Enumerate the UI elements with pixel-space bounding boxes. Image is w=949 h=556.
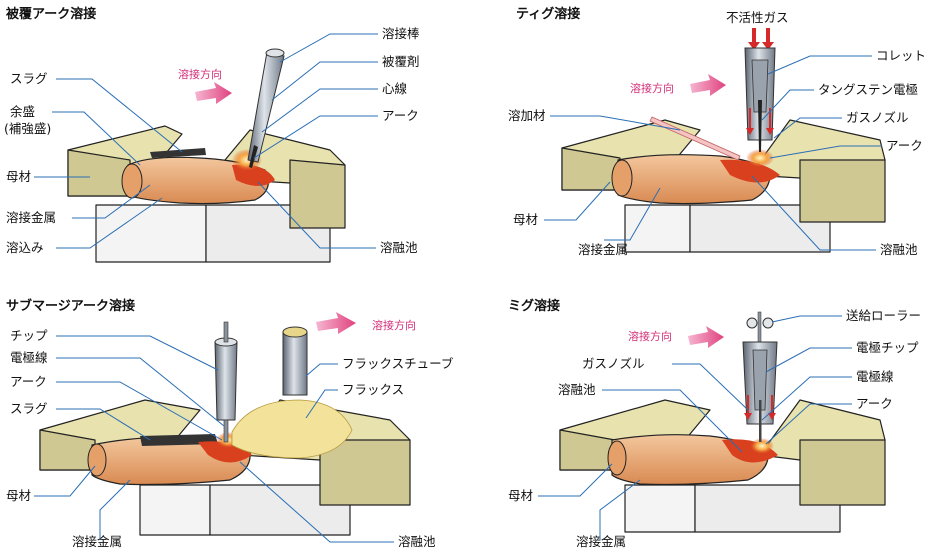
label-weld-metal: 溶接金属	[6, 210, 56, 225]
label-filler: 溶加材	[508, 108, 546, 123]
label-penetration: 溶込み	[6, 240, 44, 255]
direction-arrow	[690, 74, 726, 96]
label-pool: 溶融池	[558, 382, 596, 397]
direction-arrow	[195, 82, 232, 104]
plate-front-right	[319, 439, 411, 506]
panel-title: ミグ溶接	[508, 298, 560, 314]
weld-end	[87, 443, 107, 477]
label-rod: 溶接棒	[382, 26, 420, 41]
label-weld-metal: 溶接金属	[576, 534, 626, 549]
gas-flow-2	[766, 108, 774, 135]
contact-tip	[752, 349, 768, 411]
label-arc: アーク	[382, 108, 419, 123]
label-weld-metal: 溶接金属	[72, 534, 122, 549]
label-wire: 電極線	[856, 369, 894, 384]
slag	[140, 434, 218, 446]
label-arc: アーク	[10, 374, 47, 389]
plate-front-right	[799, 439, 886, 506]
label-reinforce: 余盛	[10, 104, 35, 119]
label-gas: 不活性ガス	[726, 10, 789, 25]
label-tip: 電極チップ	[856, 340, 919, 355]
panel-mig: ミグ溶接 溶接方向 送給ローラー ガスノズル 電極チップ 電極線 溶融池 アーク…	[508, 298, 921, 549]
panel-submerged-arc: サブマージアーク溶接 溶接方向 チップ 電極線 アーク スラグ フラックスチュー…	[6, 298, 454, 549]
direction-arrow	[316, 312, 356, 334]
label-pool: 溶融池	[880, 242, 918, 257]
label-tungsten: タングステン電極	[818, 82, 918, 97]
feed-roller-right	[762, 317, 774, 329]
plate-front-right	[289, 159, 346, 229]
pool	[720, 159, 780, 183]
slag	[150, 148, 206, 158]
base-box	[624, 204, 691, 253]
label-tip: チップ	[10, 328, 48, 343]
tungsten	[758, 100, 762, 152]
plate-front-right	[799, 159, 886, 223]
wire	[223, 321, 229, 343]
label-flux: フラックス	[342, 382, 404, 397]
label-base: 母材	[508, 488, 533, 503]
panel-title: 被覆アーク溶接	[5, 6, 96, 22]
label-coating: 被覆剤	[382, 54, 420, 69]
gas-arrow-left	[748, 28, 760, 50]
label-slag: スラグ	[10, 71, 48, 86]
panel-shielded-arc: 被覆アーク溶接 溶接方向 溶接棒 被覆剤 心線 アーク スラグ 余盛 (補強盛)…	[4, 6, 420, 263]
direction-label: 溶接方向	[628, 329, 672, 343]
label-roller: 送給ローラー	[846, 308, 921, 323]
wire-top	[757, 311, 762, 343]
label-pool: 溶融池	[398, 534, 436, 549]
base-box-right	[209, 484, 351, 536]
direction-label: 溶接方向	[372, 318, 416, 332]
label-core: 心線	[382, 81, 408, 96]
flux-tube-top	[282, 326, 308, 338]
label-flux-tube: フラックスチューブ	[342, 356, 454, 371]
label-reinforce-note: (補強盛)	[4, 121, 51, 136]
label-pool: 溶融池	[380, 240, 418, 255]
gas-flow	[746, 108, 754, 135]
label-base: 母材	[6, 488, 31, 503]
contact-tip	[214, 341, 238, 421]
direction-label: 溶接方向	[178, 67, 222, 81]
gas-flow	[744, 395, 752, 420]
weld-end	[607, 440, 627, 476]
base-box	[624, 484, 696, 533]
label-arc: アーク	[856, 396, 893, 411]
label-nozzle: ガスノズル	[582, 356, 645, 371]
label-collet: コレット	[876, 48, 926, 63]
electrode-top	[265, 48, 285, 58]
label-arc: アーク	[886, 138, 923, 153]
label-base: 母材	[6, 169, 31, 184]
electrode-core	[249, 145, 258, 168]
label-slag: スラグ	[10, 401, 48, 416]
gas-arrow-right	[762, 28, 774, 50]
wire-lower	[223, 419, 229, 443]
flux-tube	[282, 331, 308, 396]
base-box	[139, 484, 211, 536]
wire	[759, 400, 762, 442]
base-box	[95, 204, 207, 263]
label-base: 母材	[513, 212, 538, 227]
arc	[746, 149, 774, 167]
label-weld-metal: 溶接金属	[578, 242, 628, 257]
panel-tig: ティグ溶接 不活性ガス 溶接方向 コレット タングステン電極 ガスノズル アーク…	[508, 6, 926, 257]
direction-label: 溶接方向	[630, 81, 674, 95]
label-wire: 電極線	[10, 350, 48, 365]
panel-title: サブマージアーク溶接	[6, 298, 135, 314]
panel-title: ティグ溶接	[516, 6, 580, 22]
filler-rod	[649, 116, 741, 161]
direction-arrow	[688, 326, 724, 348]
label-nozzle: ガスノズル	[846, 110, 909, 125]
base-box-right	[689, 204, 831, 253]
weld-end	[611, 159, 633, 197]
collet	[751, 59, 769, 113]
flux-pile	[231, 399, 353, 459]
gas-flow-2	[768, 395, 776, 420]
feed-roller-left	[746, 317, 758, 329]
